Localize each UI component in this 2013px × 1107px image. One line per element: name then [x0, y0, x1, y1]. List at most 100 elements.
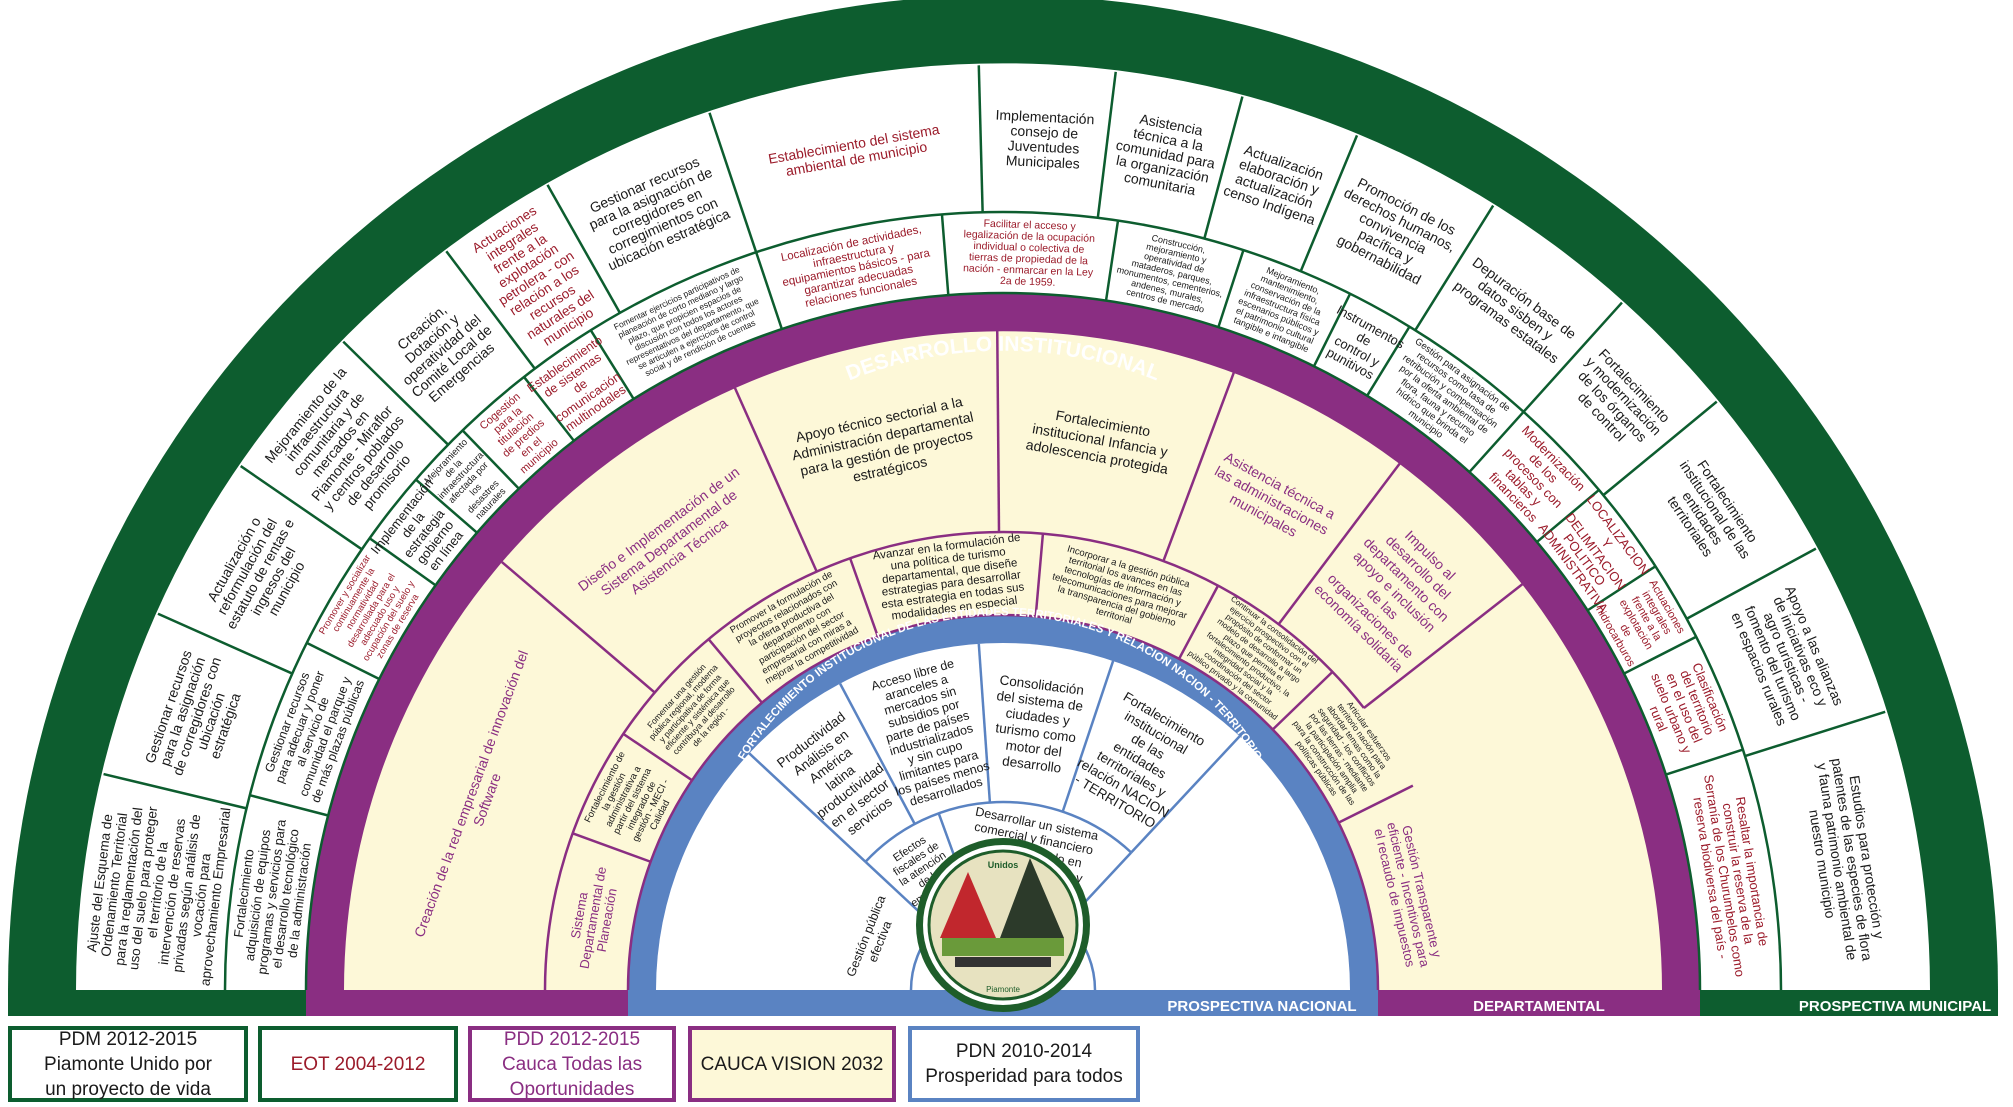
sector-divider — [445, 250, 536, 370]
sector-divider — [1414, 204, 1495, 331]
cell-text-line: nación - enmarcar en la Ley — [963, 262, 1094, 279]
sector-divider — [1162, 372, 1235, 562]
sector-divider — [1602, 400, 1718, 497]
sector-divider — [1096, 71, 1117, 218]
sector-divider — [1277, 462, 1401, 625]
sector-divider — [1271, 670, 1334, 731]
municipal-inner-cell-text: Modernizaciónde losprocesos contablas yf… — [1479, 423, 1589, 533]
sector-divider — [1034, 533, 1045, 617]
sector-divider — [733, 387, 818, 573]
cell-text-line: consejo de — [1010, 122, 1079, 141]
prospectiva-municipal-label: PROSPECTIVA MUNICIPAL — [1799, 998, 1991, 1015]
sector-divider — [501, 561, 656, 694]
diagram-shapes — [8, 0, 1998, 1016]
sector-divider — [848, 557, 880, 637]
sector-divider — [1468, 410, 1525, 473]
sector-divider — [940, 214, 950, 296]
sector-divider — [1061, 660, 1115, 813]
sector-divider — [748, 752, 867, 863]
prospectiva-nacional-label: PROSPECTIVA NACIONAL — [1167, 998, 1356, 1015]
municipal-outer-cell-text: Ajuste del Esquema deOrdenamiento Territ… — [82, 793, 234, 987]
sector-divider — [342, 340, 449, 446]
sector-divider — [589, 329, 635, 400]
sector-divider — [754, 251, 784, 330]
sector-divider — [1338, 784, 1414, 824]
sector-divider — [995, 331, 1001, 533]
cell-text-line: de — [571, 376, 590, 395]
seal-mountain-right — [1000, 858, 1064, 938]
sector-divider — [708, 112, 758, 253]
departamental-label: DEPARTAMENTAL — [1473, 998, 1605, 1015]
sector-divider — [1104, 220, 1120, 301]
sector-dividers — [103, 65, 1886, 991]
sector-divider — [622, 732, 693, 782]
legend-item: EOT 2004-2012 — [258, 1026, 458, 1102]
nacional-area — [656, 643, 1350, 990]
municipal-inner-cell-text: Facilitar el acceso ylegalización de la … — [962, 217, 1096, 290]
legend-item: CAUCA VISION 2032 — [688, 1026, 896, 1102]
sector-divider — [461, 429, 520, 490]
sector-divider — [1217, 249, 1245, 328]
cell-text-line: legalización de la ocupación — [963, 228, 1095, 245]
municipal-inner-cell-text: Fortalecimientoadquisición de equipospro… — [226, 814, 316, 979]
nacional-outer-cell-text: Consolidacióndel sistema deciudades ytur… — [988, 672, 1086, 777]
cell-text-line: motor del — [1005, 738, 1063, 760]
cell-text-line: tierras de propiedad de la — [969, 251, 1089, 267]
cell-text-line: Juventudes — [1007, 137, 1079, 156]
cell-text-line: Implementación — [995, 107, 1094, 128]
cell-text-line: individual o colectiva de — [973, 240, 1084, 256]
departamental-inner-cell-text: Avanzar en la formulación deuna política… — [872, 532, 1029, 624]
sector-divider — [249, 793, 329, 817]
ring-boundary — [223, 210, 1783, 991]
sector-divider — [977, 65, 984, 213]
sector-divider — [239, 465, 363, 551]
legend-item: PDM 2012-2015 Piamonte Unido por un proy… — [8, 1026, 248, 1102]
cell-text-line: Facilitar el acceso y — [983, 218, 1076, 233]
sector-divider — [157, 612, 293, 675]
municipal-outer-cell-text: Asistenciatécnica a lacomunidad parala o… — [1109, 107, 1222, 201]
seal-field — [942, 938, 1064, 956]
municipal-outer-cell-text: Implementaciónconsejo deJuventudesMunici… — [993, 107, 1095, 173]
sector-divider — [1686, 547, 1817, 620]
cell-text-line: Municipales — [1006, 152, 1081, 172]
cell-text-line: de — [1354, 329, 1374, 349]
sector-divider — [838, 683, 916, 825]
sector-divider — [1203, 96, 1244, 239]
seal-bottom-text: Piamonte — [986, 985, 1020, 994]
sector-divider — [1586, 565, 1657, 612]
seal-top-text: Unidos — [988, 860, 1019, 870]
legend-item: PDN 2010-2014 Prosperidad para todos — [908, 1026, 1140, 1102]
legend-item: PDD 2012-2015 Cauca Todas las Oportunida… — [468, 1026, 676, 1102]
sector-divider — [1536, 488, 1600, 543]
ring-boundary — [543, 530, 1365, 991]
sector-divider — [368, 537, 437, 587]
sector-divider — [1299, 134, 1359, 272]
sector-divider — [1366, 325, 1411, 397]
sector-divider — [306, 641, 380, 681]
sector-divider — [1363, 583, 1524, 710]
cell-text-line: de — [1617, 622, 1634, 639]
sector-divider — [1623, 635, 1697, 675]
municipal-seal-icon: Unidos Piamonte — [916, 838, 1090, 1012]
seal-mountain-left — [940, 872, 996, 938]
cell-text-line: 2a de 1959. — [1000, 275, 1056, 289]
sector-divider — [103, 772, 247, 810]
sector-divider — [415, 478, 478, 534]
sector-divider — [1522, 301, 1623, 413]
sector-divider — [572, 832, 652, 863]
sector-divider — [1177, 585, 1220, 660]
sector-divider — [977, 643, 992, 803]
sector-divider — [1312, 293, 1352, 367]
seal-bridge — [955, 957, 1051, 967]
municipal-inner-cell-text: Mejoramiento,mantenimiento,conservación … — [1229, 260, 1335, 356]
sector-divider — [523, 376, 575, 442]
sector-divider — [546, 184, 621, 314]
sector-divider — [1665, 748, 1744, 776]
cell-text-line: desarrollo — [1001, 753, 1062, 775]
municipal-outer-cell-text: Apoyo a las alianzasde iniciativas eco y… — [1727, 583, 1847, 731]
sector-divider — [707, 638, 763, 704]
ring-boundary — [864, 800, 1133, 863]
sector-divider — [1744, 710, 1886, 758]
ring-boundary — [626, 613, 1380, 991]
